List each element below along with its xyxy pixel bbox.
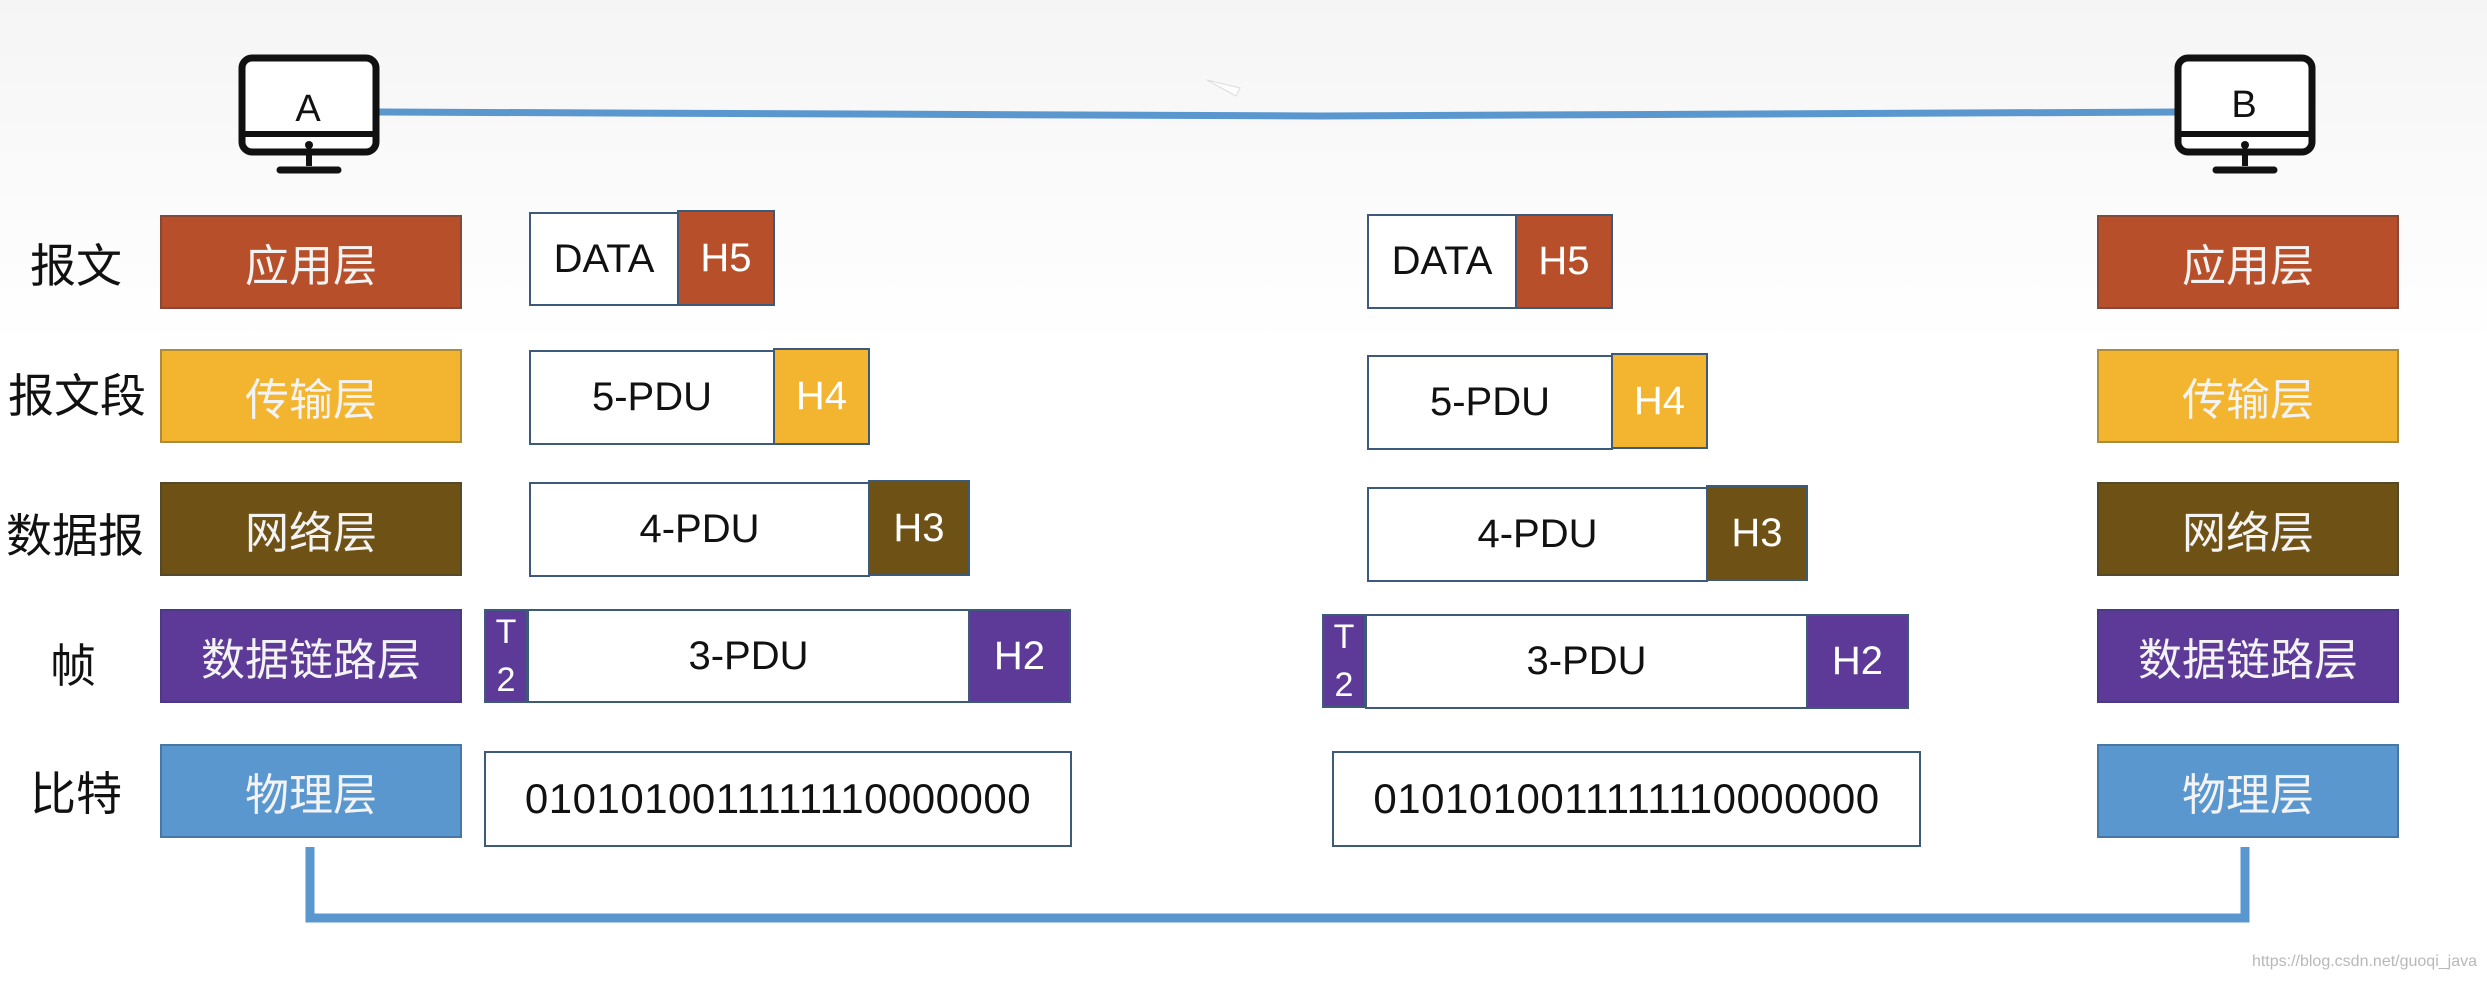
- watermark-url: https://blog.csdn.net/guoqi_java: [2251, 953, 2477, 970]
- layer-datalink-a: 数据链路层: [160, 609, 462, 703]
- h4-header-receiver: H4: [1611, 353, 1708, 449]
- computer-a-icon: [238, 54, 380, 174]
- t2-trailer-t-sender: T: [495, 613, 517, 651]
- layer-network-a: 网络层: [160, 482, 462, 576]
- layer-application-b: 应用层: [2097, 215, 2399, 309]
- pdu5-box-receiver: 5-PDU: [1367, 355, 1613, 450]
- h2-header-receiver: H2: [1806, 614, 1909, 709]
- row-label-datagram: 数据报: [6, 509, 144, 563]
- h2-header-sender: H2: [968, 609, 1071, 703]
- row-label-bits: 比特: [30, 767, 122, 821]
- h5-header-sender: H5: [677, 210, 775, 306]
- t2-trailer-receiver: T 2: [1322, 614, 1366, 708]
- h4-header-sender: H4: [773, 348, 870, 445]
- layer-transport-b: 传输层: [2097, 349, 2399, 443]
- t2-trailer-2-sender: 2: [496, 661, 516, 699]
- pdu4-box-receiver: 4-PDU: [1367, 487, 1708, 582]
- t2-trailer-t-receiver: T: [1333, 618, 1355, 656]
- pdu3-box-receiver: 3-PDU: [1365, 614, 1808, 709]
- layer-physical-b: 物理层: [2097, 744, 2399, 838]
- t2-trailer-sender: T 2: [484, 609, 528, 703]
- h3-header-receiver: H3: [1706, 485, 1808, 581]
- pdu3-box-sender: 3-PDU: [527, 609, 970, 703]
- h3-header-sender: H3: [868, 480, 970, 576]
- t2-trailer-2-receiver: 2: [1334, 666, 1354, 704]
- data-box-receiver: DATA: [1367, 214, 1517, 309]
- top-link-line: [375, 108, 2181, 120]
- layer-application-a: 应用层: [160, 215, 462, 309]
- row-label-frame: 帧: [50, 639, 96, 693]
- pdu4-box-sender: 4-PDU: [529, 482, 870, 577]
- layer-transport-a: 传输层: [160, 349, 462, 443]
- layer-network-b: 网络层: [2097, 482, 2399, 576]
- layer-physical-a: 物理层: [160, 744, 462, 838]
- layer-datalink-b: 数据链路层: [2097, 609, 2399, 703]
- data-box-sender: DATA: [529, 212, 679, 306]
- host-a-label: A: [295, 88, 321, 130]
- host-b-label: B: [2231, 84, 2257, 126]
- pdu5-box-sender: 5-PDU: [529, 350, 775, 445]
- bottom-physical-link-line: [305, 847, 2250, 923]
- bitstream-receiver: 0101010011111110000000: [1332, 751, 1921, 847]
- cursor-mark: [1206, 79, 1241, 97]
- row-label-segment: 报文段: [8, 369, 146, 423]
- bitstream-sender: 0101010011111110000000: [484, 751, 1072, 847]
- h5-header-receiver: H5: [1515, 214, 1613, 309]
- computer-b-icon: [2174, 54, 2316, 174]
- row-label-message: 报文: [30, 239, 122, 293]
